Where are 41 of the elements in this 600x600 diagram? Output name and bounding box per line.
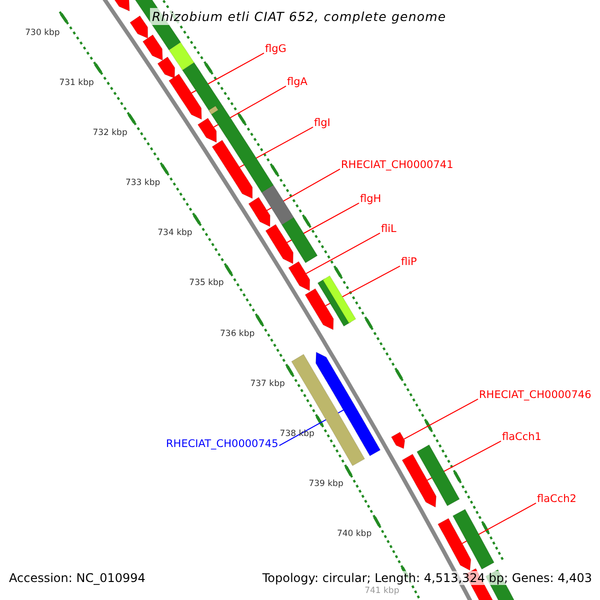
gene-label: flgI: [314, 117, 330, 130]
tick-label: 736 kbp: [220, 328, 255, 339]
tick-label: 740 kbp: [336, 529, 372, 540]
gene-block: [168, 74, 202, 120]
gene-block: [402, 454, 436, 508]
tick-label: 741 kbp: [364, 586, 400, 596]
gene-block: [265, 224, 294, 264]
footer-text: Accession: NC_010994: [9, 571, 146, 586]
gene-label: RHECIAT_CH0000745: [166, 438, 278, 451]
gene-block: [391, 432, 406, 449]
gene-label: flaCch1: [502, 431, 542, 444]
gene-block: [212, 140, 253, 199]
gene-label: flgG: [265, 43, 286, 56]
tick-label: 738 kbp: [280, 428, 314, 439]
gene-label: flgA: [287, 76, 308, 89]
tick-label: 734 kbp: [158, 228, 192, 238]
gene-label: flaCch2: [537, 493, 576, 506]
footer-text: Topology: circular; Length: 4,513,324 bp; Genes: 4,403: [262, 571, 592, 586]
gene-block: [198, 118, 217, 143]
leader-line: [306, 232, 380, 274]
gene-label: RHECIAT_CH0000741: [341, 159, 454, 172]
leader-line: [404, 398, 478, 440]
tick-label: 732 kbp: [92, 128, 128, 138]
tick-label: 733 kbp: [126, 178, 160, 188]
gene-block: [304, 288, 334, 330]
gene-label: fliL: [381, 223, 396, 236]
gene-block: [142, 34, 163, 60]
gene-block: [288, 261, 310, 291]
tick-label: 739 kbp: [308, 478, 344, 490]
tick-label: 735 kbp: [189, 278, 224, 289]
tick-label: 730 kbp: [25, 27, 60, 38]
tick-label: 737 kbp: [250, 378, 285, 389]
gene-label: fliP: [401, 256, 417, 269]
tick-label: 731 kbp: [59, 78, 94, 88]
gene-block: [316, 352, 381, 456]
gene-block: [130, 16, 148, 38]
gene-block: [248, 197, 270, 227]
gene-label: flgH: [360, 193, 382, 206]
gene-label: RHECIAT_CH0000746: [479, 389, 592, 402]
gene-block: [438, 518, 472, 571]
gene-block: [157, 56, 176, 79]
